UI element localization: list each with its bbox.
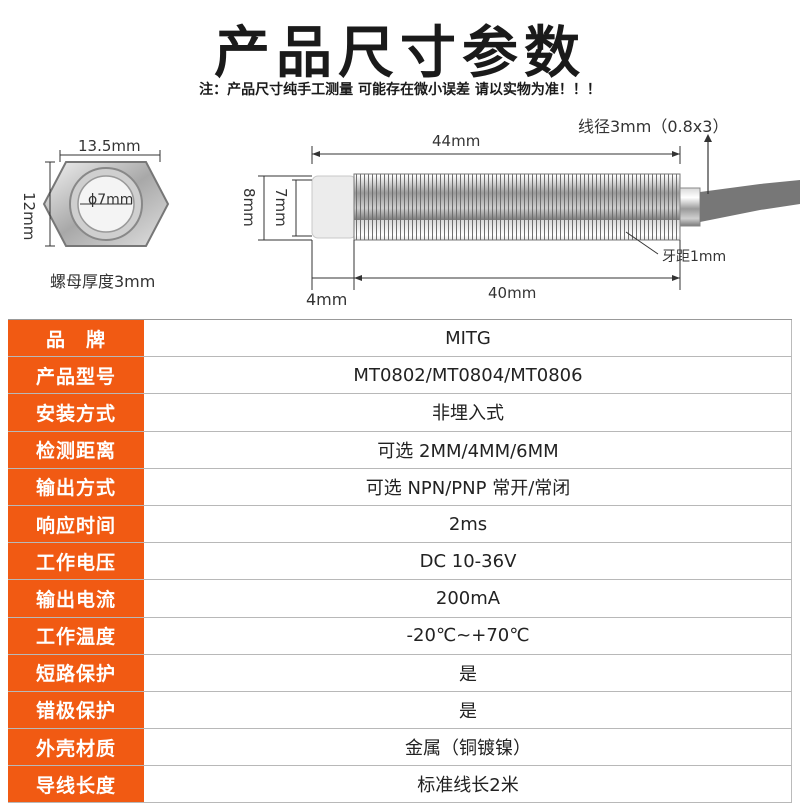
spec-value: 2ms (145, 505, 792, 543)
spec-value: 是 (145, 691, 792, 729)
wire-label: 线径3mm（0.8x3） (578, 117, 729, 136)
spec-label: 外壳材质 (8, 729, 145, 766)
dimension-diagram: 13.5mm 12mm ϕ7mm 螺母厚度3mm 44mm 线径3mm（0.8x… (0, 100, 800, 316)
spec-label: 输出方式 (8, 468, 145, 505)
spec-row: 安装方式非埋入式 (8, 394, 792, 432)
spec-value: MITG (145, 320, 792, 357)
head-length-label: 4mm (306, 290, 348, 309)
sensor-drawing (42, 134, 800, 290)
spec-value: 金属（铜镀镍） (145, 729, 792, 766)
spec-value: 非埋入式 (145, 394, 792, 431)
total-length-label: 44mm (432, 132, 481, 150)
spec-label: 输出电流 (8, 580, 145, 617)
spec-label: 安装方式 (8, 394, 145, 431)
spec-row: 输出方式可选 NPN/PNP 常开/常闭 (8, 468, 792, 506)
spec-value: 标准线长2米 (145, 766, 792, 803)
spec-value: 可选 NPN/PNP 常开/常闭 (145, 468, 792, 505)
spec-value: 200mA (145, 580, 792, 617)
spec-label: 响应时间 (8, 505, 145, 543)
spec-value: 是 (145, 654, 792, 691)
spec-row: 外壳材质金属（铜镀镍） (8, 729, 792, 767)
spec-label: 检测距离 (8, 431, 145, 468)
spec-value: 可选 2MM/4MM/6MM (145, 431, 792, 468)
spec-value: MT0802/MT0804/MT0806 (145, 357, 792, 394)
nut-thickness-label: 螺母厚度3mm (50, 272, 156, 291)
measurement-note: 注：产品尺寸纯手工测量 可能存在微小误差 请以实物为准！！！ (199, 82, 601, 98)
spec-value: -20℃~+70℃ (145, 617, 792, 654)
spec-row: 短路保护是 (8, 654, 792, 692)
spec-label: 品 牌 (8, 320, 145, 357)
spec-row: 导线长度标准线长2米 (8, 766, 792, 803)
nut-height-label: 12mm (20, 192, 38, 241)
spec-row: 错极保护是 (8, 691, 792, 730)
spec-label: 产品型号 (8, 357, 145, 394)
nut-inner-label: ϕ7mm (88, 192, 134, 208)
spec-label: 短路保护 (8, 654, 145, 691)
spec-label: 工作电压 (8, 543, 145, 580)
page-title: 产品尺寸参数 (214, 21, 586, 86)
nut-width-label: 13.5mm (78, 137, 141, 155)
spec-value: DC 10-36V (145, 543, 792, 580)
body-length-label: 40mm (488, 284, 537, 302)
hex-nut (42, 161, 170, 247)
spec-row: 检测距离可选 2MM/4MM/6MM (8, 431, 792, 469)
head-diameter-label: 7mm (272, 188, 290, 227)
outer-diameter-label: 8mm (240, 188, 258, 227)
spec-label: 错极保护 (8, 691, 145, 729)
spec-row: 工作温度-20℃~+70℃ (8, 617, 792, 655)
thread-pitch-label: 牙距1mm (662, 249, 727, 265)
spec-label: 工作温度 (8, 617, 145, 654)
sensor-body (311, 173, 800, 241)
spec-label: 导线长度 (8, 766, 145, 803)
